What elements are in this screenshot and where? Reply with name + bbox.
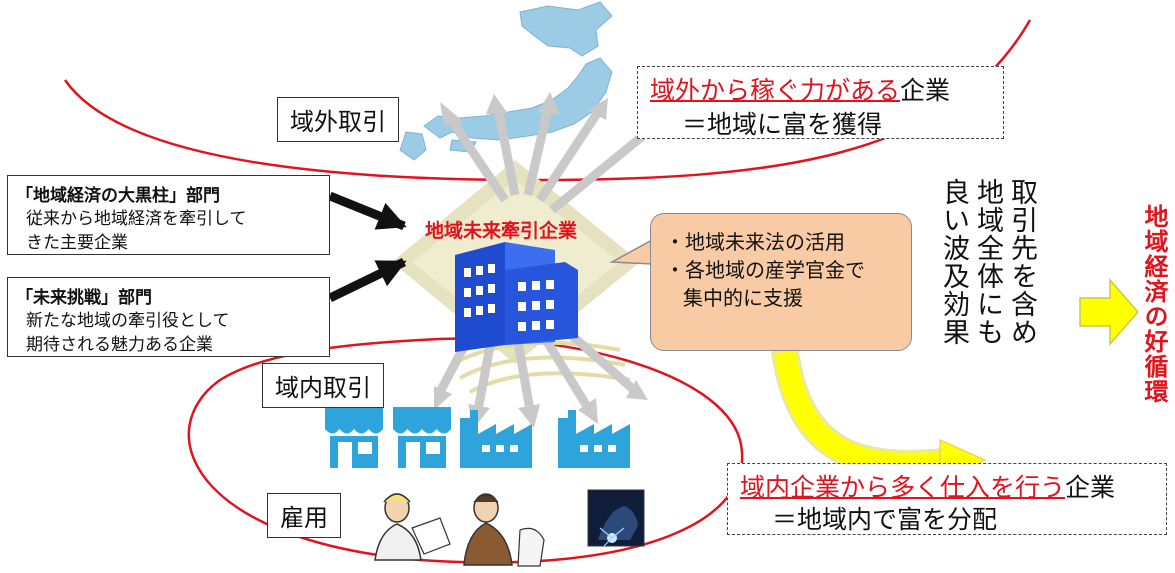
top-company-highlight: 域外から稼ぐ力がある bbox=[650, 76, 901, 105]
top-company-suffix: 企業 bbox=[900, 76, 951, 105]
right-yellow-arrow bbox=[1079, 278, 1139, 346]
ripple-text-col3: 良い波及効果 bbox=[938, 178, 969, 346]
bottom-company-box: 域内企業から多く仕入を行う企業 ＝地域内で富を分配 bbox=[727, 463, 1167, 535]
segment-desc-line: きた主要企業 bbox=[26, 233, 128, 253]
segment-box-1: 「地域経済の大黒柱」部門 従来から地域経済を牽引して きた主要企業 bbox=[7, 175, 330, 255]
outside-trade-label: 域外取引 bbox=[277, 97, 399, 142]
inside-trade-label: 域内取引 bbox=[262, 363, 384, 408]
top-company-line2: ＝地域に富を獲得 bbox=[682, 110, 883, 139]
outward-arrows-top bbox=[446, 106, 653, 214]
center-title: 地域未来牽引企業 bbox=[425, 220, 578, 242]
ripple-text-col1: 取引先を含め bbox=[1006, 178, 1037, 346]
support-line: ・各地域の産学官金で bbox=[665, 258, 865, 282]
segment-box-2: 「未来挑戦」部門 新たな地域の牽引役として 期待される魅力ある企業 bbox=[7, 277, 330, 357]
segment-desc-line: 新たな地域の牽引役として bbox=[26, 311, 230, 331]
bottom-company-line1: 域内企業から多く仕入を行う企業 bbox=[740, 468, 1115, 504]
bottom-company-suffix: 企業 bbox=[1065, 473, 1116, 502]
employment-label: 雇用 bbox=[267, 493, 341, 538]
result-text: 地域経済の好循環 bbox=[1140, 204, 1168, 404]
arrow-segment2 bbox=[328, 257, 407, 303]
top-company-line1: 域外から稼ぐ力がある企業 bbox=[650, 71, 950, 107]
arrow-segment1 bbox=[328, 191, 407, 231]
storefront-icon bbox=[325, 407, 383, 468]
segment-desc-line: 期待される魅力ある企業 bbox=[26, 335, 213, 355]
office-building-icon bbox=[455, 242, 578, 352]
segment-title: 「未来挑戦」部門 bbox=[16, 288, 152, 308]
bottom-company-line2: ＝地域内で富を分配 bbox=[772, 505, 998, 534]
factory-icon bbox=[558, 410, 630, 468]
welder-icon bbox=[587, 489, 645, 547]
segment-desc-line: 従来から地域経済を牽引して bbox=[26, 209, 247, 229]
top-company-box: 域外から稼ぐ力がある企業 ＝地域に富を獲得 bbox=[637, 66, 1004, 139]
support-line: 集中的に支援 bbox=[683, 286, 803, 310]
ripple-text-col2: 地域全体にも bbox=[972, 178, 1003, 346]
segment-title: 「地域経済の大黒柱」部門 bbox=[16, 186, 220, 206]
factory-icon bbox=[460, 410, 532, 468]
support-bubble: ・地域未来法の活用 ・各地域の産学官金で 集中的に支援 bbox=[650, 213, 912, 351]
bottom-company-highlight: 域内企業から多く仕入を行う bbox=[740, 473, 1066, 502]
storefront-icon bbox=[393, 407, 451, 468]
support-line: ・地域未来法の活用 bbox=[665, 230, 845, 254]
worker-icon bbox=[374, 493, 451, 561]
worker-icon bbox=[463, 493, 545, 567]
